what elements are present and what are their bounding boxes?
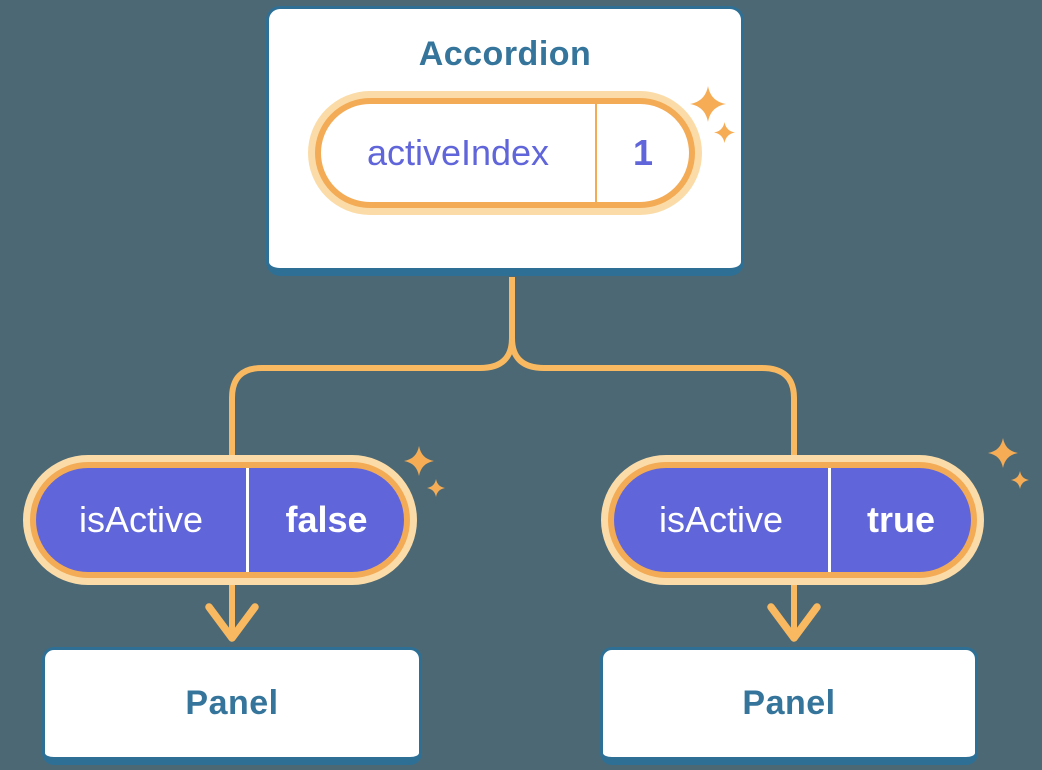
pill-divider (595, 104, 597, 202)
branch-line-right (509, 277, 797, 640)
active-index-state-pill: activeIndex 1 (315, 98, 695, 208)
state-value: 1 (632, 132, 654, 173)
sparkle-icon (1011, 471, 1029, 489)
accordion-card: Accordion activeIndex 1 (266, 6, 744, 276)
sparkle-icon (714, 122, 735, 143)
state-name-label: activeIndex (366, 132, 550, 173)
accordion-title: Accordion (418, 35, 592, 73)
arrowhead-left (205, 603, 259, 642)
pill-divider (828, 468, 831, 572)
sparkle-icon (404, 446, 434, 476)
branch-line-left (229, 277, 515, 640)
prop-name-label: isActive (78, 499, 204, 540)
prop-value: true (866, 499, 935, 540)
panel-card-left: Panel (42, 647, 422, 765)
arrowhead-right (767, 603, 821, 642)
pill-divider (246, 468, 249, 572)
panel-title: Panel (742, 684, 836, 722)
prop-name-label: isActive (658, 499, 784, 540)
sparkle-icon (427, 479, 445, 497)
sparkle-icon (988, 438, 1018, 468)
panel-title: Panel (185, 684, 279, 722)
prop-value: false (285, 499, 368, 540)
is-active-false-pill: isActive false (30, 462, 410, 578)
panel-card-right: Panel (600, 647, 978, 765)
is-active-true-pill: isActive true (608, 462, 977, 578)
sparkle-icon (690, 86, 726, 122)
